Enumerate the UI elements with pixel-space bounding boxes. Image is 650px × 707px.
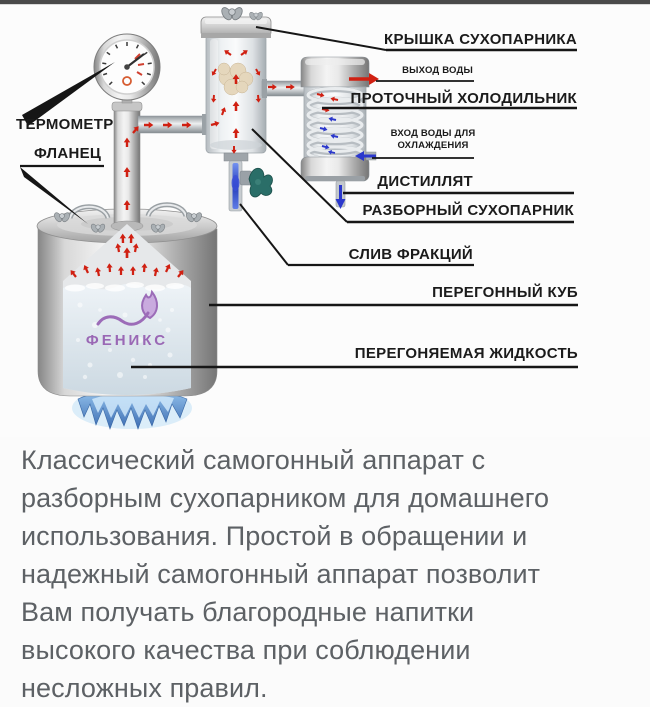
boiler-cutaway: ФЕНИКС xyxy=(63,224,191,395)
apparatus-illustration: ФЕНИКС xyxy=(20,5,578,430)
connecting-pipe xyxy=(261,79,307,98)
water-out-arrow xyxy=(349,73,379,85)
description-line: Вам получать благородные напитки xyxy=(21,597,475,627)
top-edge-bar xyxy=(0,0,650,5)
flange-pointer xyxy=(20,167,88,224)
description-line: Классический самогонный аппарат с xyxy=(21,445,486,475)
description-line: несложных правил. xyxy=(21,673,268,703)
label-water-in: ВХОД ВОДЫ ДЛЯ ОХЛАЖДЕНИЯ xyxy=(390,128,476,151)
gas-flame xyxy=(72,387,192,430)
water-in-arrow xyxy=(355,151,376,161)
thermometer-pointer xyxy=(22,62,115,126)
still-apparatus-diagram: ФЕНИКС xyxy=(0,5,650,437)
brand-logo-text: ФЕНИКС xyxy=(86,332,168,349)
description-line: использования. Простой в обращении и xyxy=(21,521,528,551)
label-flange: ФЛАНЕЦ xyxy=(34,145,102,162)
dry-steamer xyxy=(200,5,272,154)
drain-valve xyxy=(223,152,273,212)
description-line: надежный самогонный аппарат позволит xyxy=(21,559,541,589)
description-line: высокого качества при соблюдении xyxy=(21,635,471,665)
label-distillate: ДИСТИЛЛЯТ xyxy=(377,173,473,190)
filter-material xyxy=(217,62,254,96)
label-fractions-drain: СЛИВ ФРАКЦИЙ xyxy=(348,246,473,263)
label-water-out: ВЫХОД ВОДЫ xyxy=(402,65,473,76)
distillate-arrow xyxy=(335,185,346,209)
description-line: разборным сухопарником для домашнего xyxy=(21,483,550,513)
label-boiler: ПЕРЕГОННЫЙ КУБ xyxy=(432,284,578,301)
bubbles xyxy=(76,302,174,380)
label-steamer: РАЗБОРНЫЙ СУХОПАРНИК xyxy=(362,202,574,219)
label-distilled-liquid: ПЕРЕГОНЯЕМАЯ ЖИДКОСТЬ xyxy=(354,345,578,362)
thermometer-gauge xyxy=(93,33,161,101)
label-thermometer: ТЕРМОМЕТР xyxy=(16,116,114,133)
label-leader-lines xyxy=(20,26,578,369)
phoenix-brand-logo: ФЕНИКС xyxy=(86,289,168,349)
label-steamer-cover: КРЫШКА СУХОПАРНИКА xyxy=(384,31,577,48)
label-cooler: ПРОТОЧНЫЙ ХОЛОДИЛЬНИК xyxy=(350,90,577,107)
product-description: Классический самогонный аппарат с разбор… xyxy=(21,441,633,707)
riser-column xyxy=(110,94,144,232)
